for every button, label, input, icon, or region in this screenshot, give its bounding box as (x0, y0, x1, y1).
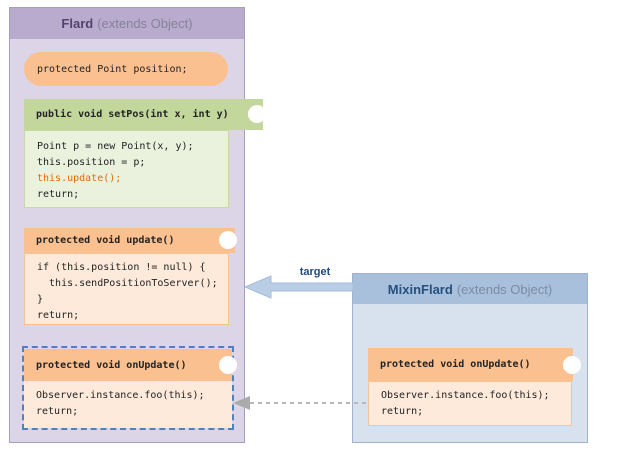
flard-header: Flard (extends Object) (10, 8, 244, 39)
connector-port-circle-update (219, 231, 237, 249)
mixinflard-title-suffix: (extends Object) (456, 281, 553, 297)
code-line: this.sendPositionToServer(); (37, 278, 218, 289)
code-line: Observer.instance.foo(this); (381, 390, 550, 401)
code-line-update-call: this.update(); (37, 173, 122, 184)
code-line: Observer.instance.foo(this); (36, 390, 205, 401)
code-line: return; (36, 406, 79, 417)
onupdate-dashed-highlight-box (22, 346, 234, 430)
method-update-signature: protected void update() (36, 235, 175, 246)
code-line: Point p = new Point(x, y); (37, 141, 194, 152)
code-line: if (this.position != null) { (37, 262, 206, 273)
method-update-header: protected void update() (24, 228, 235, 253)
connector-port-circle-mixin-onupdate (563, 356, 581, 374)
field-position-text: protected Point position; (37, 63, 188, 75)
method-setpos-signature: public void setPos(int x, int y) (36, 109, 229, 120)
target-arrow (245, 275, 353, 299)
mixin-method-onupdate-body: Observer.instance.foo(this); return; (368, 381, 572, 426)
connector-port-circle-onupdate (219, 356, 237, 374)
delegation-dashed-arrow (233, 396, 369, 410)
code-line: this.position = p; (37, 157, 146, 168)
mixinflard-header: MixinFlard (extends Object) (353, 274, 587, 304)
mixin-method-onupdate-header: protected void onUpdate() (368, 348, 573, 381)
field-position-pill: protected Point position; (24, 52, 228, 86)
method-setpos-header: public void setPos(int x, int y) (24, 99, 263, 130)
mixinflard-title: MixinFlard (387, 281, 453, 297)
code-line: } (37, 294, 44, 305)
method-onupdate-signature: protected void onUpdate() (36, 359, 187, 371)
code-line: return; (37, 189, 80, 200)
method-onupdate-body: Observer.instance.foo(this); return; (24, 381, 232, 428)
method-onupdate-header: protected void onUpdate() (24, 349, 232, 381)
flard-title-suffix: (extends Object) (97, 16, 193, 31)
method-update-body: if (this.position != null) { this.sendPo… (24, 253, 229, 325)
target-arrow-label: target (299, 266, 331, 278)
code-line: return; (37, 310, 80, 321)
flard-title: Flard (61, 16, 94, 31)
method-setpos-body: Point p = new Point(x, y); this.position… (24, 130, 229, 208)
connector-port-circle-setpos (248, 105, 266, 123)
code-line: return; (381, 406, 424, 417)
mixin-method-onupdate-signature: protected void onUpdate() (380, 359, 531, 370)
